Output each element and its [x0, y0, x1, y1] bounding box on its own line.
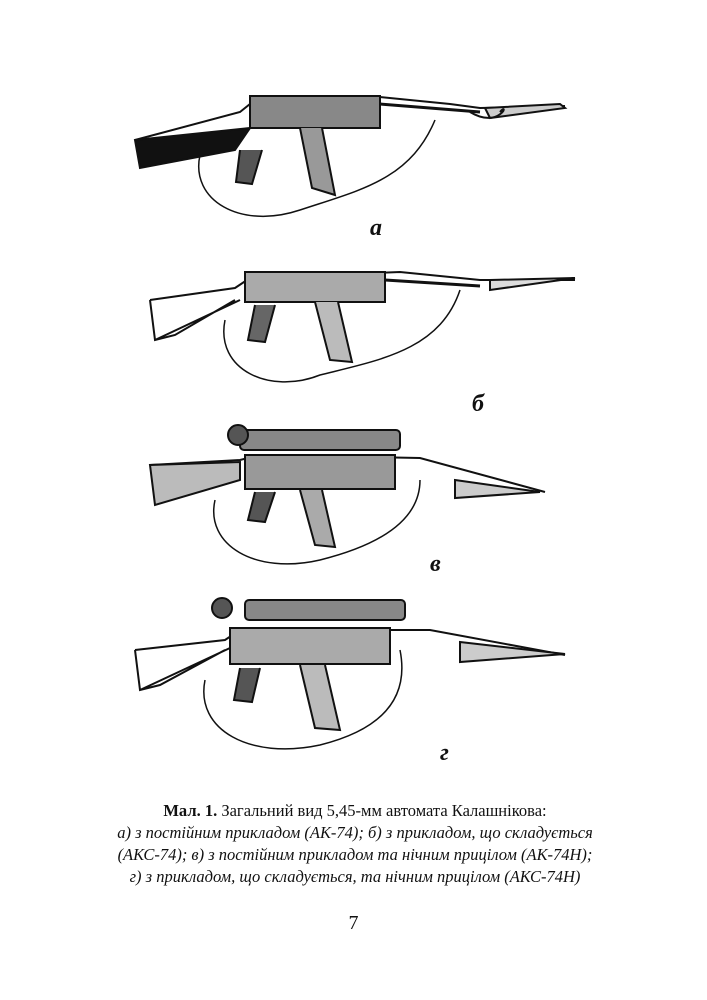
figure-label-c: в [430, 551, 441, 577]
rifle-d [134, 597, 566, 750]
caption-title: Загальний вид 5,45-мм автомата Калашніко… [217, 801, 547, 820]
page-number: 7 [348, 912, 359, 934]
rifle-b [149, 270, 576, 383]
caption-title-line: Мал. 1. Загальний вид 5,45-мм автомата К… [90, 800, 620, 822]
figure-caption: Мал. 1. Загальний вид 5,45-мм автомата К… [90, 800, 620, 888]
rifle-c [148, 424, 546, 565]
caption-line: г) з прикладом, що складується, та нічни… [129, 867, 581, 886]
rifle-a [133, 94, 568, 218]
caption-line: а) з постійним прикладом (АК-74); б) з п… [117, 823, 593, 842]
figure-label-b: б [472, 391, 484, 417]
caption-prefix: Мал. 1. [163, 801, 218, 820]
figure-label-a: а [370, 215, 382, 241]
figure-label-d: г [440, 740, 449, 766]
caption-line: (АКС-74); в) з постійним прикладом та ні… [117, 845, 593, 864]
rifle-illustrations [133, 94, 576, 750]
